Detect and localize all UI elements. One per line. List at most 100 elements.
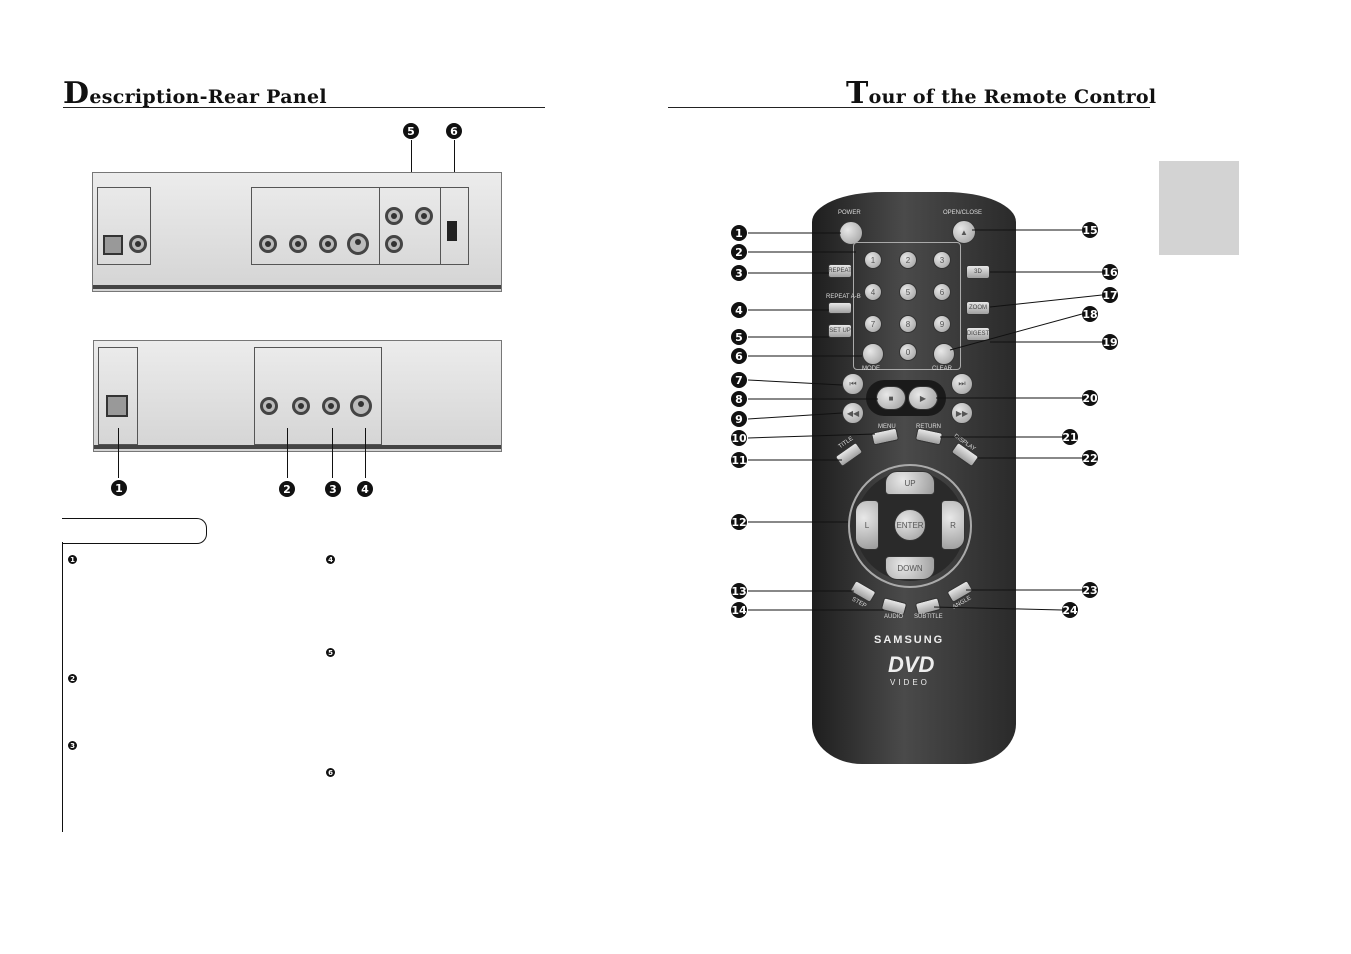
- callout-16: 16: [1102, 264, 1118, 280]
- video-jack-2: [322, 397, 340, 415]
- setup-button[interactable]: SET UP: [828, 324, 852, 338]
- subtitle-label: SUBTITLE: [914, 614, 943, 620]
- callout-24: 24: [1062, 602, 1078, 618]
- marker-5-top: 5: [403, 123, 419, 139]
- digest-button[interactable]: DIGEST: [966, 327, 990, 341]
- digit-8-button[interactable]: 8: [899, 315, 917, 333]
- description-frame-left: [62, 542, 63, 832]
- enter-button[interactable]: ENTER: [894, 509, 926, 541]
- leader-5: [411, 140, 412, 180]
- digit-9-button[interactable]: 9: [933, 315, 951, 333]
- leader-3: [332, 428, 333, 478]
- marker-2-bottom: 2: [279, 481, 295, 497]
- zoom-button[interactable]: ZOOM: [966, 301, 990, 315]
- callout-12: 12: [731, 514, 747, 530]
- callout-5: 5: [731, 329, 747, 345]
- play-pause-button[interactable]: ▶: [908, 386, 938, 410]
- audio-r-jack: [289, 235, 307, 253]
- panel-base-line-2: [94, 445, 501, 449]
- open-close-label: OPEN/CLOSE: [943, 210, 983, 216]
- digit-7-button[interactable]: 7: [864, 315, 882, 333]
- callout-13: 13: [731, 583, 747, 599]
- right-title-rule: [668, 107, 1150, 108]
- leader-4: [365, 428, 366, 478]
- audio-l-jack-2: [260, 397, 278, 415]
- digit-3-button[interactable]: 3: [933, 251, 951, 269]
- power-button[interactable]: [839, 221, 863, 245]
- repeat-ab-button[interactable]: [828, 302, 852, 314]
- mode-label: MODE: [862, 366, 880, 372]
- scan-switch: [447, 221, 457, 241]
- callout-10: 10: [731, 430, 747, 446]
- audio-l-jack: [259, 235, 277, 253]
- desc-marker-1: 1: [68, 555, 77, 564]
- dpad-right-button[interactable]: R: [941, 500, 965, 550]
- dpad-ring: [848, 464, 972, 588]
- power-label: POWER: [838, 210, 861, 216]
- dpad-down-button[interactable]: DOWN: [885, 556, 935, 580]
- rear-panel-top: [92, 172, 502, 292]
- callout-8: 8: [731, 391, 747, 407]
- digit-6-button[interactable]: 6: [933, 283, 951, 301]
- svideo-jack: [347, 233, 369, 255]
- audio-r-jack-2: [292, 397, 310, 415]
- number-pad-frame: [853, 242, 961, 370]
- desc-marker-6: 6: [326, 768, 335, 777]
- video-jack: [319, 235, 337, 253]
- callout-20: 20: [1082, 390, 1098, 406]
- repeat-ab-label: REPEAT A-B: [826, 294, 861, 300]
- panel-base-line: [93, 285, 501, 289]
- skip-forward-button[interactable]: ⏭: [951, 373, 973, 395]
- repeat-button[interactable]: REPEAT: [828, 264, 852, 278]
- description-tab: [62, 518, 207, 544]
- digit-5-button[interactable]: 5: [899, 283, 917, 301]
- desc-marker-2: 2: [68, 674, 77, 683]
- component-pb-jack: [415, 207, 433, 225]
- callout-6: 6: [731, 348, 747, 364]
- marker-3-bottom: 3: [325, 481, 341, 497]
- brand-logo: SAMSUNG: [874, 634, 945, 646]
- marker-1-bottom: 1: [111, 480, 127, 496]
- coaxial-jack: [129, 235, 147, 253]
- open-close-button[interactable]: ▲: [952, 220, 976, 244]
- digit-0-button[interactable]: 0: [899, 343, 917, 361]
- desc-marker-3: 3: [68, 741, 77, 750]
- component-box: [379, 187, 441, 265]
- rear-panel-bottom: [93, 340, 502, 452]
- digit-4-button[interactable]: 4: [864, 283, 882, 301]
- callout-14: 14: [731, 602, 747, 618]
- callout-15: 15: [1082, 222, 1098, 238]
- return-label: RETURN: [916, 424, 941, 430]
- 3d-button[interactable]: 3D: [966, 265, 990, 279]
- stop-button[interactable]: ■: [876, 386, 906, 410]
- skip-back-button[interactable]: ⏮: [842, 373, 864, 395]
- component-pr-jack: [385, 235, 403, 253]
- dpad-up-button[interactable]: UP: [885, 471, 935, 495]
- callout-21: 21: [1062, 429, 1078, 445]
- digit-1-button[interactable]: 1: [864, 251, 882, 269]
- leader-1: [118, 428, 119, 478]
- callout-3: 3: [731, 265, 747, 281]
- callout-4: 4: [731, 302, 747, 318]
- desc-marker-4: 4: [326, 555, 335, 564]
- callout-2: 2: [731, 244, 747, 260]
- optical-jack: [103, 235, 123, 255]
- marker-6-top: 6: [446, 123, 462, 139]
- dpad-left-button[interactable]: L: [855, 500, 879, 550]
- title-rest: escription-Rear Panel: [89, 86, 327, 108]
- audio-out-box-2: [254, 347, 382, 445]
- callout-18: 18: [1082, 306, 1098, 322]
- leader-2: [287, 428, 288, 478]
- clear-button[interactable]: [933, 343, 955, 365]
- callout-11: 11: [731, 452, 747, 468]
- svideo-jack-2: [350, 395, 372, 417]
- rewind-button[interactable]: ◀◀: [842, 402, 864, 424]
- callout-22: 22: [1082, 450, 1098, 466]
- title-initial-right: T: [846, 76, 869, 111]
- mode-button[interactable]: [862, 343, 884, 365]
- audio-label: AUDIO: [884, 614, 904, 620]
- fast-forward-button[interactable]: ▶▶: [951, 402, 973, 424]
- digit-2-button[interactable]: 2: [899, 251, 917, 269]
- title-rest-right: our of the Remote Control: [868, 86, 1157, 108]
- desc-marker-5: 5: [326, 648, 335, 657]
